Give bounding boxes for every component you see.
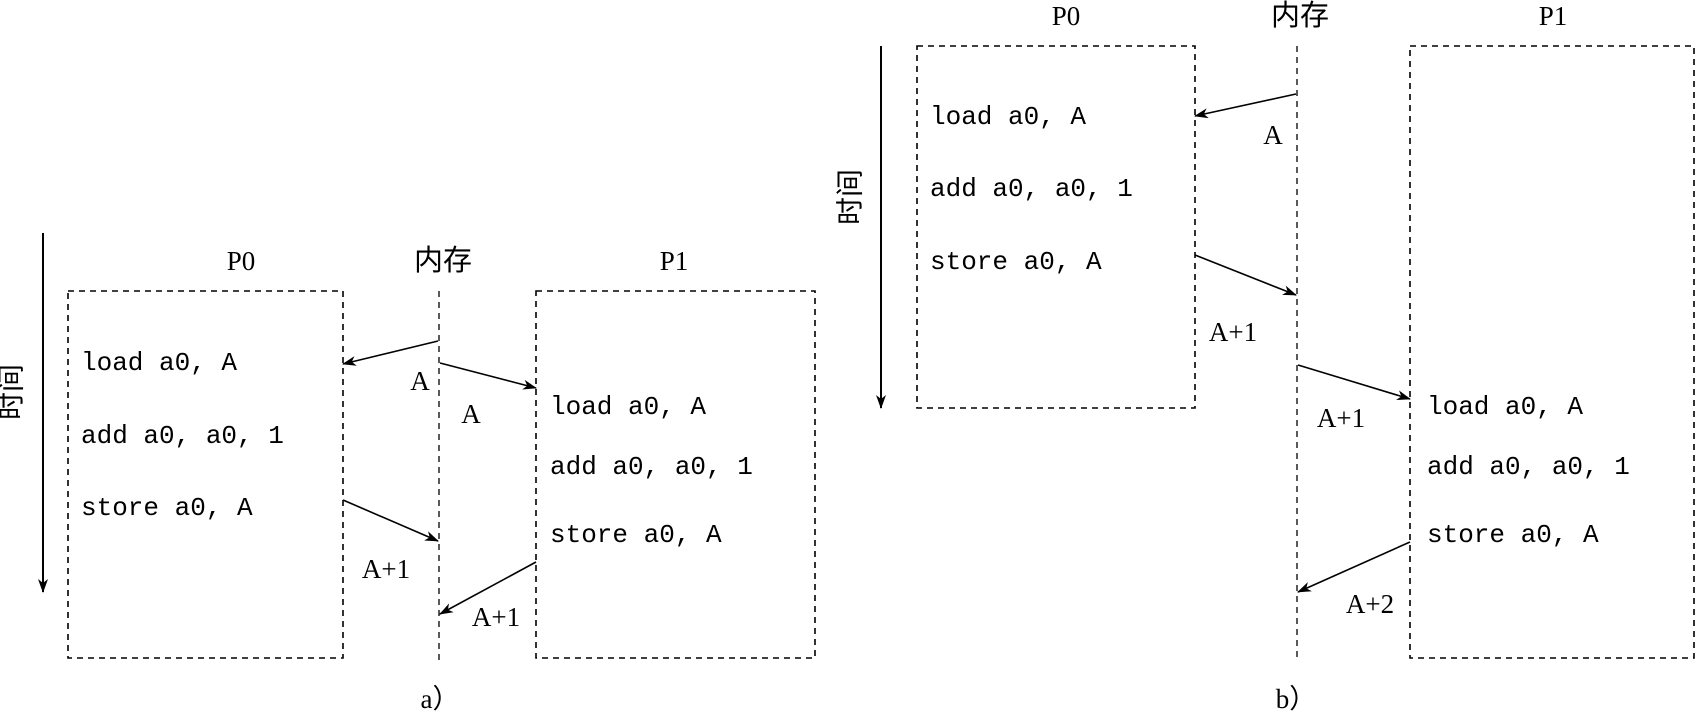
diagram-b: 时间 P0 内存 P1 load a0, A add a0, a0, 1 sto… (834, 0, 1695, 713)
p0-header: P0 (227, 246, 256, 276)
p1-header: P1 (660, 246, 689, 276)
p1-code-line: load a0, A (1427, 392, 1583, 422)
arrow-mem-to-p1 (439, 362, 537, 390)
time-axis-label: 时间 (834, 169, 866, 225)
caption: b） (1276, 684, 1317, 713)
memory-header: 内存 (414, 244, 472, 277)
p1-box (1409, 45, 1695, 659)
p0-code-line: load a0, A (81, 348, 237, 378)
arrow-mem-to-p0 (1194, 93, 1297, 119)
arrow-label: A (461, 399, 481, 429)
arrow-label: A+1 (472, 602, 520, 632)
caption: a） (421, 684, 460, 713)
arrow-label: A+1 (1209, 317, 1257, 347)
p1-code-line: add a0, a0, 1 (550, 452, 753, 482)
p0-header: P0 (1052, 1, 1081, 31)
time-axis-label: 时间 (0, 364, 27, 420)
p1-box (535, 290, 816, 659)
arrow-p0-to-mem (1194, 254, 1297, 296)
p1-code-line: store a0, A (550, 520, 722, 550)
arrow-mem-to-p0 (342, 340, 439, 366)
p1-code-line: store a0, A (1427, 520, 1599, 550)
p1-code-line: load a0, A (550, 392, 706, 422)
diagram-a: 时间 P0 内存 P1 load a0, A add a0, a0, 1 sto… (0, 233, 816, 713)
p1-header: P1 (1539, 1, 1568, 31)
p1-code-line: add a0, a0, 1 (1427, 452, 1630, 482)
arrow-label: A+1 (362, 554, 410, 584)
p0-box (67, 290, 344, 659)
arrow-label: A+2 (1346, 589, 1394, 619)
arrow-p1-to-mem (439, 561, 537, 615)
arrow-p0-to-mem (342, 499, 439, 542)
p0-code-line: store a0, A (81, 493, 253, 523)
arrow-p1-to-mem (1297, 541, 1411, 593)
p0-box (916, 45, 1196, 409)
p0-code-line: add a0, a0, 1 (81, 421, 284, 451)
arrow-label: A (410, 366, 430, 396)
arrow-label: A+1 (1317, 403, 1365, 433)
memory-header: 内存 (1271, 0, 1329, 32)
p0-code-line: load a0, A (930, 102, 1086, 132)
p0-code-line: add a0, a0, 1 (930, 174, 1133, 204)
arrow-mem-to-p1 (1297, 364, 1411, 401)
arrow-label: A (1263, 120, 1283, 150)
p0-code-line: store a0, A (930, 247, 1102, 277)
